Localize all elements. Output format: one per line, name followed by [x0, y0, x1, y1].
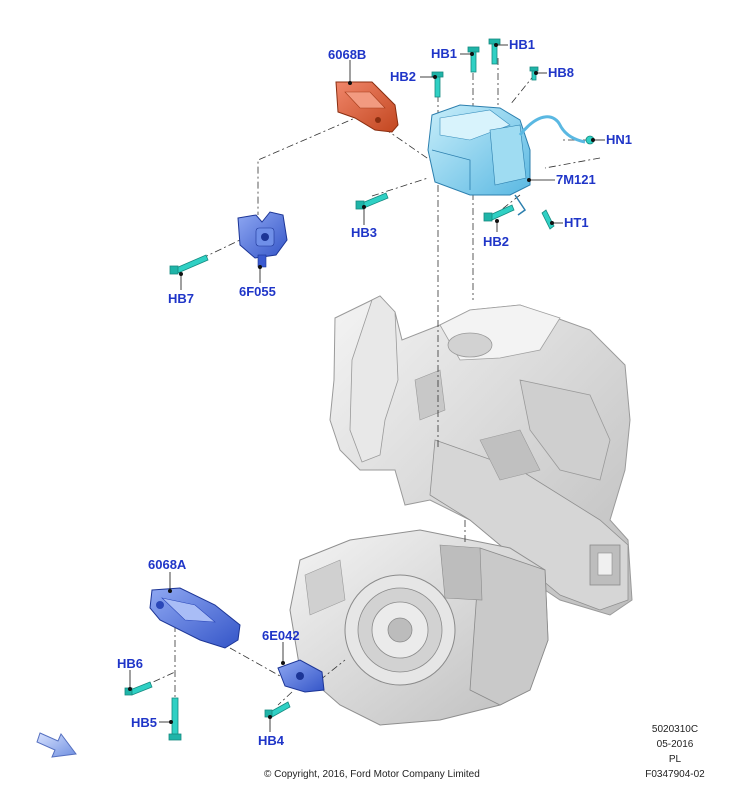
- callout-hb4: HB4: [258, 733, 285, 748]
- module-7M121[interactable]: [427, 104, 586, 216]
- mount-6F055[interactable]: [237, 211, 288, 268]
- arrow-right-down-icon: [36, 732, 77, 758]
- diagram-code: 5020310C: [651, 724, 699, 735]
- callout-hb1-left: HB1: [431, 46, 458, 61]
- callout-hb3: HB3: [351, 225, 378, 240]
- bolts: [124, 38, 595, 741]
- bolt-hb1-left[interactable]: [467, 46, 480, 73]
- bolt-hb2-top[interactable]: [431, 71, 444, 98]
- bolt-hb5[interactable]: [168, 697, 182, 741]
- diagram-date: 05-2016: [656, 739, 694, 750]
- callout-6F055: 6F055: [239, 284, 276, 299]
- callout-7M121: 7M121: [556, 172, 596, 187]
- bolt-hb7[interactable]: [169, 254, 209, 275]
- callout-6E042: 6E042: [262, 628, 300, 643]
- bolt-hb2-right[interactable]: [483, 204, 515, 222]
- figure-number: F0347904-02: [645, 769, 705, 780]
- transmission-assembly: [289, 529, 549, 726]
- callout-6068A: 6068A: [148, 557, 187, 572]
- callout-6068B: 6068B: [328, 47, 367, 62]
- bolt-hb3[interactable]: [355, 192, 389, 210]
- vehicle-body-structure: [329, 295, 633, 616]
- callout-hb7: HB7: [168, 291, 195, 306]
- callout-hb5: HB5: [131, 715, 158, 730]
- bolt-hb4[interactable]: [264, 701, 291, 718]
- bolt-hb1-right[interactable]: [488, 38, 501, 65]
- callout-leaders: [127, 43, 605, 732]
- callout-hb2-right: HB2: [483, 234, 510, 249]
- callout-hb8: HB8: [548, 65, 575, 80]
- copyright-text: © Copyright, 2016, Ford Motor Company Li…: [264, 769, 480, 780]
- callout-hn1: HN1: [606, 132, 633, 147]
- callout-hb6: HB6: [117, 656, 144, 671]
- mount-6E042[interactable]: [277, 659, 325, 693]
- bracket-6068B[interactable]: [335, 81, 399, 133]
- bracket-6068A[interactable]: [149, 587, 241, 649]
- diagram-language: PL: [668, 754, 682, 765]
- callout-hb2-top: HB2: [390, 69, 417, 84]
- stud-ht1[interactable]: [541, 209, 555, 230]
- callout-hb1-right: HB1: [509, 37, 536, 52]
- callout-ht1: HT1: [564, 215, 589, 230]
